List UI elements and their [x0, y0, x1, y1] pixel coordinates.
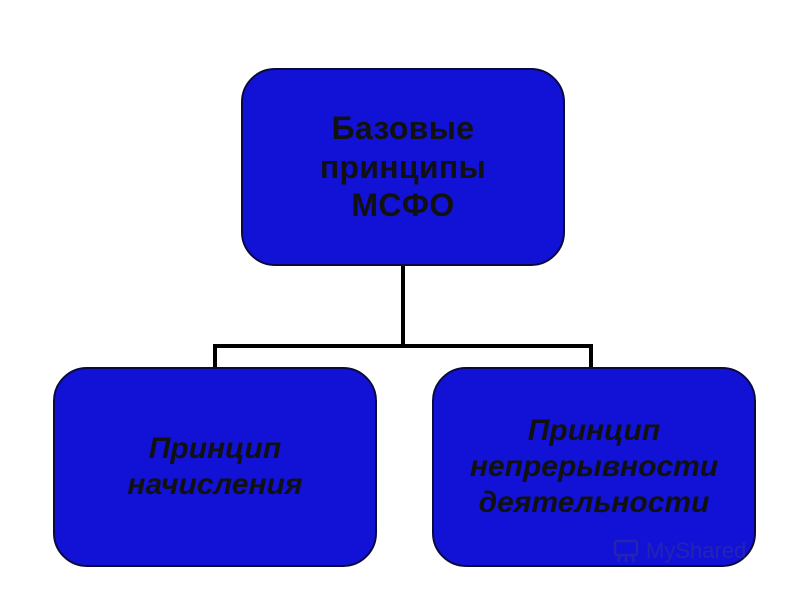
root-label-line-1: Базовые [331, 110, 475, 147]
child-node-going-concern: Принцип непрерывности деятельности [432, 367, 756, 567]
root-node: Базовые принципы МСФО [241, 68, 565, 266]
child-node-accrual: Принцип начисления [53, 367, 377, 567]
child-2-label-line-3: деятельности [478, 486, 710, 519]
child-1-label-line-1: Принцип [148, 432, 282, 465]
child-1-label-line-2: начисления [127, 468, 303, 501]
child-2-label-line-2: непрерывности [469, 450, 719, 483]
myshared-logo-icon [613, 539, 639, 563]
root-label-line-2: принципы [319, 148, 487, 185]
root-label-line-3: МСФО [351, 187, 455, 224]
child-2-label-line-1: Принцип [527, 414, 661, 447]
watermark: MyShared [612, 537, 746, 565]
watermark-text: MyShared [646, 538, 747, 563]
